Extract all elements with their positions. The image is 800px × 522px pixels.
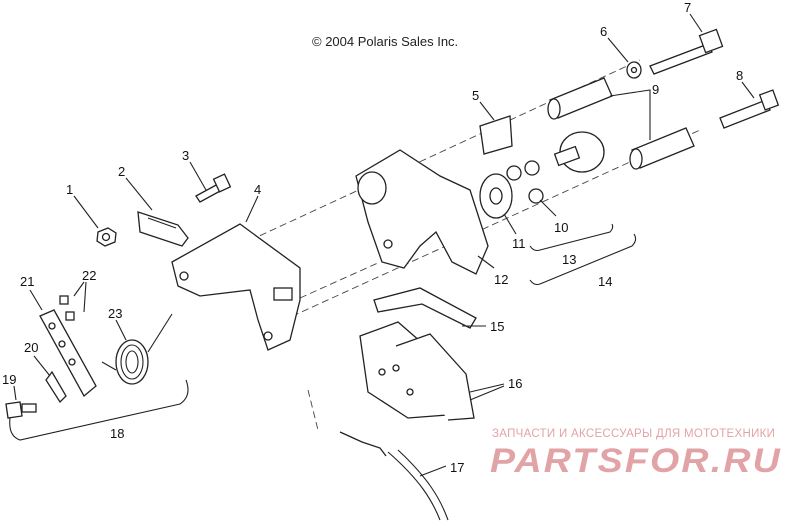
part-pin-plate xyxy=(479,115,513,155)
callout-labels: 1 2 3 4 5 6 7 8 9 10 11 12 13 14 15 16 1… xyxy=(2,0,743,475)
callout-3: 3 xyxy=(182,148,189,163)
part-bolt-small xyxy=(195,173,232,203)
callout-22: 22 xyxy=(82,268,96,283)
callout-15: 15 xyxy=(490,319,504,334)
part-caliper-body xyxy=(355,149,489,275)
callout-7: 7 xyxy=(684,0,691,15)
callout-11: 11 xyxy=(512,236,526,251)
part-pivot-link xyxy=(45,370,67,404)
part-ramp-disc xyxy=(479,173,513,219)
callout-21: 21 xyxy=(20,274,34,289)
part-spacers xyxy=(59,295,75,321)
callout-19: 19 xyxy=(2,372,16,387)
part-long-bolt xyxy=(649,28,724,75)
part-balls xyxy=(506,160,544,204)
watermark-logo-text: PARTSFOR.RU xyxy=(490,442,782,480)
callout-13: 13 xyxy=(562,252,576,267)
part-brake-cable xyxy=(339,431,449,521)
callout-5: 5 xyxy=(472,88,479,103)
part-clamp xyxy=(137,211,189,247)
watermark-caption: ЗАПЧАСТИ И АКСЕССУАРЫ ДЛЯ МОТОТЕХНИКИ xyxy=(492,428,776,440)
part-spring-clip xyxy=(373,287,477,329)
part-washer xyxy=(626,61,642,79)
part-nut xyxy=(96,227,117,247)
callout-23: 23 xyxy=(108,306,122,321)
callout-6: 6 xyxy=(600,24,607,39)
callout-12: 12 xyxy=(494,272,508,287)
part-bushing-upper xyxy=(547,77,613,120)
leader-lines xyxy=(9,13,755,477)
part-brake-pads xyxy=(359,321,475,421)
copyright-text: © 2004 Polaris Sales Inc. xyxy=(312,34,459,49)
part-bushing-lower xyxy=(629,127,695,170)
part-actuator-cam xyxy=(553,131,605,173)
callout-10: 10 xyxy=(554,220,568,235)
callout-1: 1 xyxy=(66,182,73,197)
watermark-logo: PARTSFOR.RU xyxy=(490,442,782,480)
callout-9: 9 xyxy=(652,82,659,97)
callout-16: 16 xyxy=(508,376,522,391)
part-coil-spring xyxy=(101,313,173,385)
part-lever-arm xyxy=(39,309,97,398)
callout-17: 17 xyxy=(450,460,464,475)
callout-2: 2 xyxy=(118,164,125,179)
part-pivot-bolt xyxy=(5,401,37,419)
callout-4: 4 xyxy=(254,182,261,197)
callout-20: 20 xyxy=(24,340,38,355)
part-bolt-large xyxy=(719,89,780,129)
callout-18: 18 xyxy=(110,426,124,441)
callout-8: 8 xyxy=(736,68,743,83)
part-mounting-bracket xyxy=(171,223,301,351)
callout-14: 14 xyxy=(598,274,612,289)
